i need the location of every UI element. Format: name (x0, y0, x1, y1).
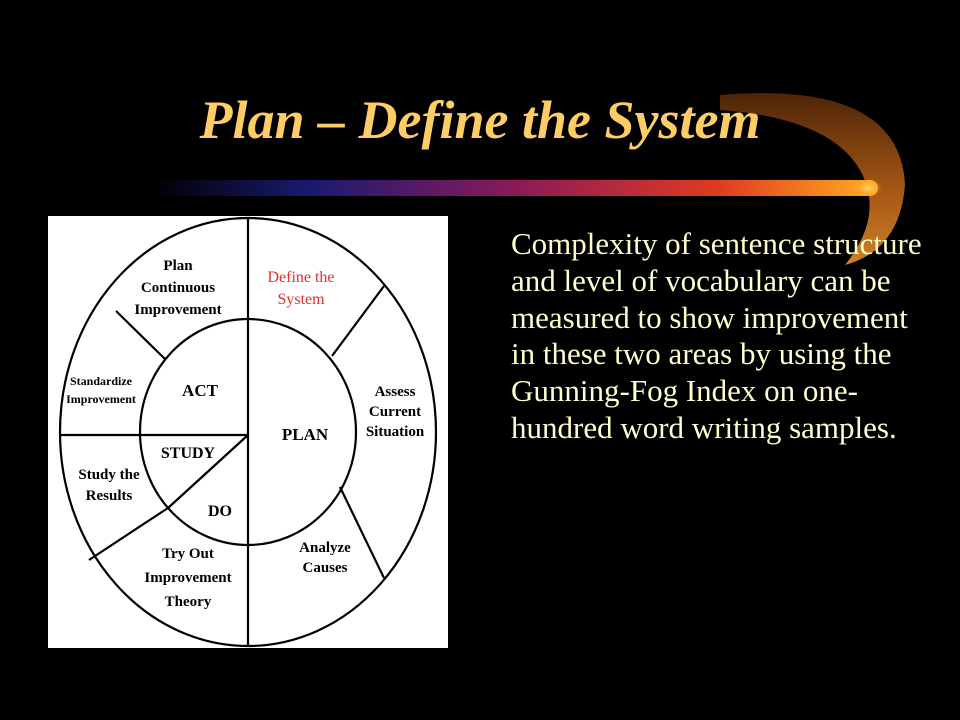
quadrant-label-do: DO (208, 503, 232, 520)
segment-label-analyze-causes-line-1: Analyze (299, 540, 351, 556)
quadrant-label-plan: PLAN (282, 425, 329, 444)
quadrant-label-study: STUDY (161, 445, 216, 462)
segment-label-assess-current-line-1: Assess (375, 384, 416, 400)
segment-label-define-system-line-2: System (277, 291, 325, 308)
divider-upper-right (331, 285, 385, 357)
segment-label-plan-continuous-line-2: Continuous (141, 280, 215, 296)
segment-label-standardize-line-2: Improvement (66, 392, 136, 406)
body-text: Complexity of sentence structure and lev… (511, 226, 922, 445)
segment-label-try-out-line-1: Try Out (162, 546, 214, 562)
segment-label-plan-continuous-line-3: Improvement (134, 302, 221, 318)
segment-label-define-system-line-1: Define the (267, 269, 334, 286)
quadrant-label-act: ACT (182, 381, 219, 400)
divider-right (339, 486, 385, 579)
divider-upper-left (115, 310, 166, 360)
divider-inner-diagonal (167, 434, 249, 509)
slide-title: Plan – Define the System (199, 90, 761, 150)
divider-lower-left (88, 507, 169, 561)
segment-label-standardize-line-1: Standardize (70, 374, 133, 388)
segment-label-analyze-causes-line-2: Causes (302, 560, 347, 576)
segment-label-assess-current-line-3: Situation (366, 424, 425, 440)
segment-label-try-out-line-3: Theory (165, 594, 212, 610)
segment-label-plan-continuous-line-1: Plan (163, 258, 193, 274)
segment-label-try-out-line-2: Improvement (144, 570, 231, 586)
segment-label-study-results-line-1: Study the (78, 467, 140, 483)
segment-label-study-results-line-2: Results (86, 488, 133, 504)
segment-label-assess-current-line-2: Current (369, 404, 421, 420)
